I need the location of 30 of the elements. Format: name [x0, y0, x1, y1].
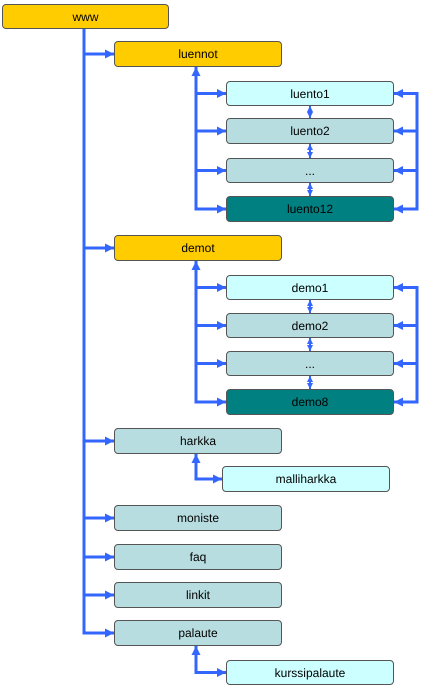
- page-box: faq: [114, 544, 282, 570]
- arrow: [307, 144, 313, 158]
- arrow: [307, 183, 313, 196]
- page-box: luento1: [226, 81, 394, 106]
- arrow: [394, 166, 418, 210]
- page-box: demo2: [226, 313, 394, 338]
- arrow: [307, 338, 313, 351]
- page-box: moniste: [114, 505, 282, 531]
- arrow: [394, 89, 418, 214]
- page-box: malliharkka: [222, 466, 390, 492]
- arrow: [394, 283, 418, 406]
- page-box: harkka: [114, 428, 282, 454]
- arrow: [394, 359, 418, 404]
- page-box: www: [2, 4, 169, 29]
- page-box: luento2: [226, 118, 394, 144]
- page-box: palaute: [114, 620, 282, 646]
- page-box: demo8: [226, 389, 394, 415]
- page-box: luennot: [114, 41, 282, 67]
- page-box: kurssipalaute: [226, 660, 394, 685]
- arrow: [307, 106, 313, 118]
- page-box: demot: [114, 235, 282, 261]
- page-box: luento12: [226, 196, 394, 222]
- page-box: ...: [226, 158, 394, 183]
- page-box: linkit: [114, 582, 282, 608]
- arrow: [192, 454, 222, 484]
- arrow: [307, 300, 313, 313]
- page-box: ...: [226, 351, 394, 376]
- arrow: [192, 646, 226, 677]
- page-box: demo1: [226, 275, 394, 300]
- arrow: [307, 376, 313, 389]
